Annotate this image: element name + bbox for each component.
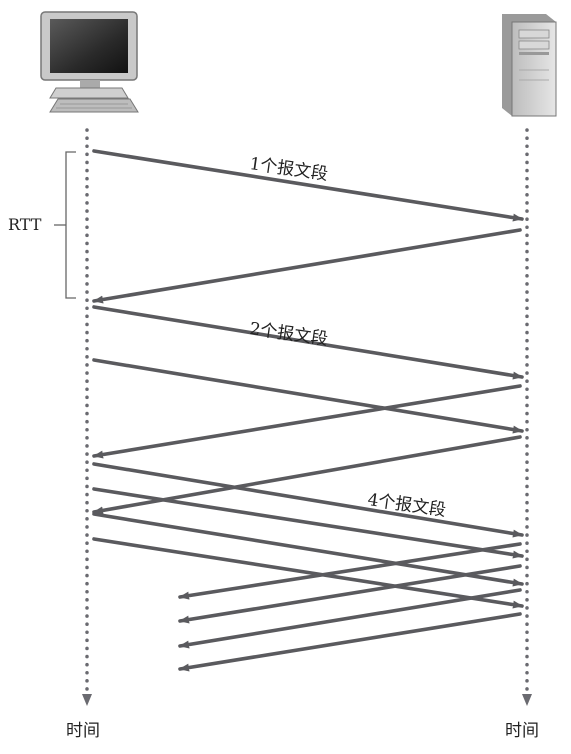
client-time-label: 时间 [66, 721, 100, 741]
segment-3d-arrow [92, 537, 524, 609]
rtt-label: RTT [8, 215, 42, 234]
ack-3d-arrow [178, 612, 522, 672]
ack-1-arrow [92, 228, 522, 304]
segment-2b-arrow [92, 358, 524, 434]
segment-1-arrow [92, 149, 524, 222]
ack-2a-arrow [92, 384, 522, 459]
ack-3a-arrow [178, 542, 522, 600]
segment-3b-arrow [92, 487, 524, 559]
server-timeline-arrowhead [522, 694, 532, 706]
segment-2a-arrow [92, 305, 524, 380]
server-tower-icon [502, 14, 557, 117]
segment-3a-arrow [92, 462, 524, 538]
ack-3c-arrow [178, 588, 522, 649]
rtt-bracket [65, 151, 76, 299]
ack-3b-arrow [178, 564, 522, 624]
server-time-label: 时间 [505, 721, 539, 741]
desktop-computer-icon [40, 11, 139, 113]
segment-3c-arrow [92, 512, 524, 587]
client-timeline-arrowhead [82, 694, 92, 706]
